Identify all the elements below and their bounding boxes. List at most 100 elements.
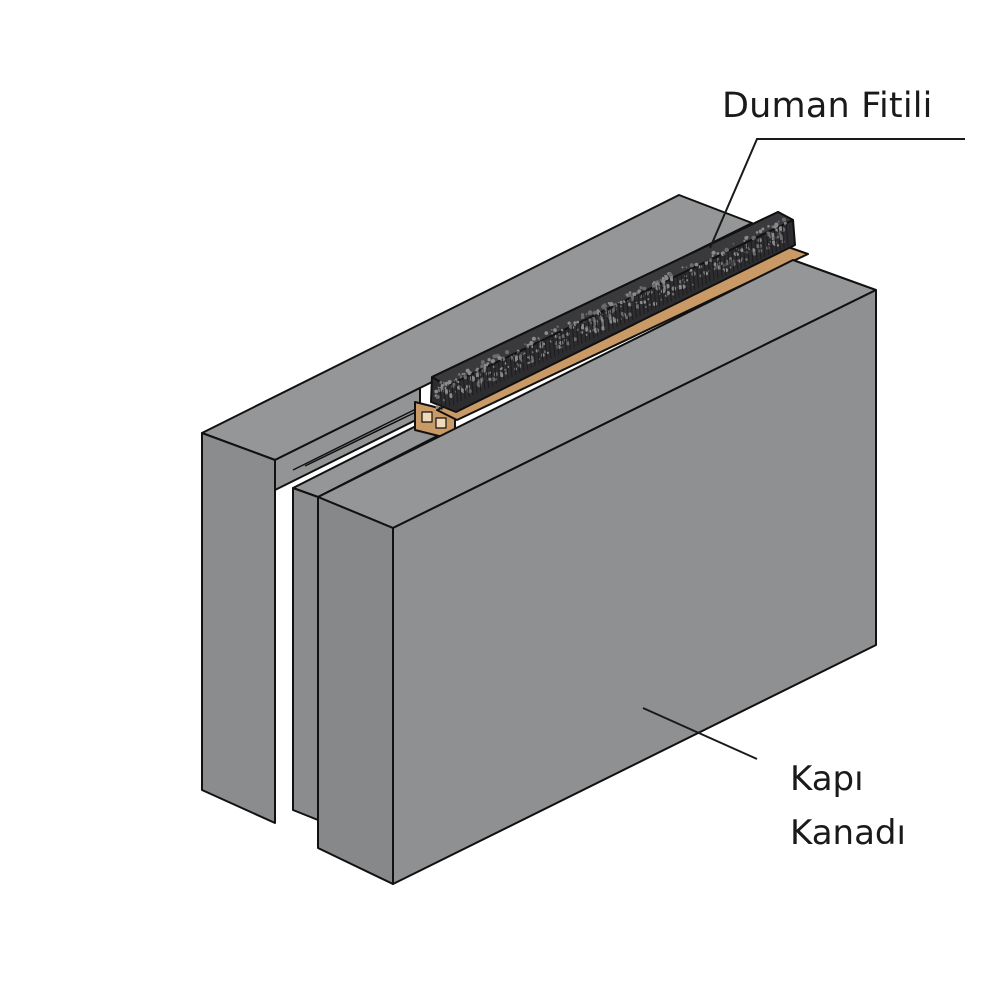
brush-bristle	[540, 339, 544, 363]
brush-bristle	[614, 304, 618, 328]
brush-bristle	[719, 255, 723, 278]
smoke-seal-label: Duman Fitili	[722, 86, 933, 126]
brush-bristle	[439, 387, 443, 411]
brush-speckle	[531, 351, 534, 354]
brush-speckle	[628, 293, 632, 297]
brush-speckle	[435, 395, 440, 399]
brush-speckle	[531, 336, 536, 341]
brush-bristle	[723, 253, 727, 276]
seal-profile-cavity-1	[421, 411, 433, 423]
brush-speckle	[722, 268, 725, 271]
brush-bristle	[470, 373, 474, 396]
brush-bristle	[680, 273, 684, 296]
frame-gap-line-2	[304, 409, 421, 467]
brush-bristle	[563, 328, 567, 352]
brush-speckle	[689, 263, 694, 268]
door-leaf-leader-line	[642, 707, 758, 760]
brush-speckle	[619, 305, 622, 308]
brush-speckle	[635, 301, 638, 304]
brush-speckle	[732, 242, 735, 245]
door-leaf-side	[317, 496, 394, 885]
brush-speckle	[500, 356, 506, 362]
brush-speckle	[480, 364, 485, 369]
brush-bristle	[513, 352, 517, 376]
brush-bristle	[746, 242, 750, 265]
brush-speckle	[590, 322, 592, 325]
brush-bristle	[762, 234, 766, 257]
brush-bristle	[703, 262, 707, 285]
brush-bristle	[641, 292, 645, 315]
brush-bristle	[770, 231, 774, 254]
brush-speckle	[724, 247, 729, 253]
frame-step-middle-front	[292, 487, 319, 821]
brush-speckle	[761, 227, 765, 231]
brush-speckle	[601, 319, 605, 323]
brush-bristle	[731, 249, 735, 272]
brush-speckle	[775, 229, 778, 232]
brush-speckle	[551, 332, 554, 335]
brush-bristle	[773, 229, 777, 252]
brush-speckle	[550, 328, 553, 331]
brush-speckle	[685, 266, 688, 269]
brush-speckle	[709, 259, 711, 262]
brush-bristle	[497, 360, 501, 383]
brush-speckle	[580, 326, 584, 329]
door-leaf-label: Kapı Kanadı	[790, 752, 906, 860]
brush-speckle	[609, 301, 614, 307]
brush-bristle	[700, 264, 704, 287]
brush-bristle	[661, 282, 665, 305]
brush-speckle	[704, 261, 708, 265]
brush-speckle	[556, 325, 559, 328]
brush-speckle	[435, 405, 440, 409]
brush-speckle	[440, 384, 444, 388]
brush-bristle	[455, 380, 459, 403]
brush-speckle	[648, 303, 651, 306]
brush-speckle	[573, 321, 577, 325]
brush-bristle	[474, 371, 478, 394]
brush-bristle	[742, 244, 746, 267]
brush-bristle	[466, 375, 470, 398]
door-leaf	[317, 259, 877, 885]
brush-bristle	[579, 321, 583, 344]
brush-bristle	[478, 369, 482, 392]
brush-bristle	[602, 310, 606, 333]
brush-speckle	[740, 248, 744, 253]
brush-speckle	[720, 251, 726, 256]
brush-bristle	[509, 354, 513, 377]
brush-speckle	[609, 319, 614, 324]
brush-speckle	[465, 368, 470, 373]
brush-speckle	[516, 363, 519, 366]
brush-speckle	[683, 281, 686, 284]
brush-speckle	[694, 262, 699, 267]
brush-speckle	[655, 282, 660, 287]
brush-bristle	[630, 297, 634, 320]
brush-speckle	[635, 304, 640, 309]
brush-speckle	[664, 276, 669, 281]
brush-speckle	[484, 363, 489, 367]
brush-speckle	[461, 372, 464, 376]
brush-speckle	[480, 360, 485, 365]
brush-speckle	[681, 266, 684, 269]
brush-speckle	[523, 352, 526, 355]
brush-bristle	[649, 288, 653, 311]
brush-speckle	[434, 389, 439, 394]
brush-speckle	[504, 368, 507, 371]
brush-speckle	[505, 350, 510, 355]
brush-speckle	[519, 358, 523, 361]
brush-bristle	[587, 317, 591, 340]
brush-bristle	[462, 376, 466, 399]
brush-speckle	[529, 340, 534, 346]
brush-speckle	[660, 298, 663, 301]
brush-bristle	[598, 312, 602, 335]
brush-bristle	[490, 363, 494, 387]
frame-gap-line-1	[292, 406, 421, 471]
brush-bristle	[626, 299, 630, 322]
brush-speckle	[457, 373, 461, 376]
brush-bristle	[727, 251, 731, 274]
brush-speckle	[639, 300, 643, 305]
smoke-seal-leader-line	[709, 138, 965, 249]
brush-speckle	[537, 337, 540, 340]
brush-speckle	[627, 312, 632, 317]
brush-speckle	[745, 258, 748, 261]
